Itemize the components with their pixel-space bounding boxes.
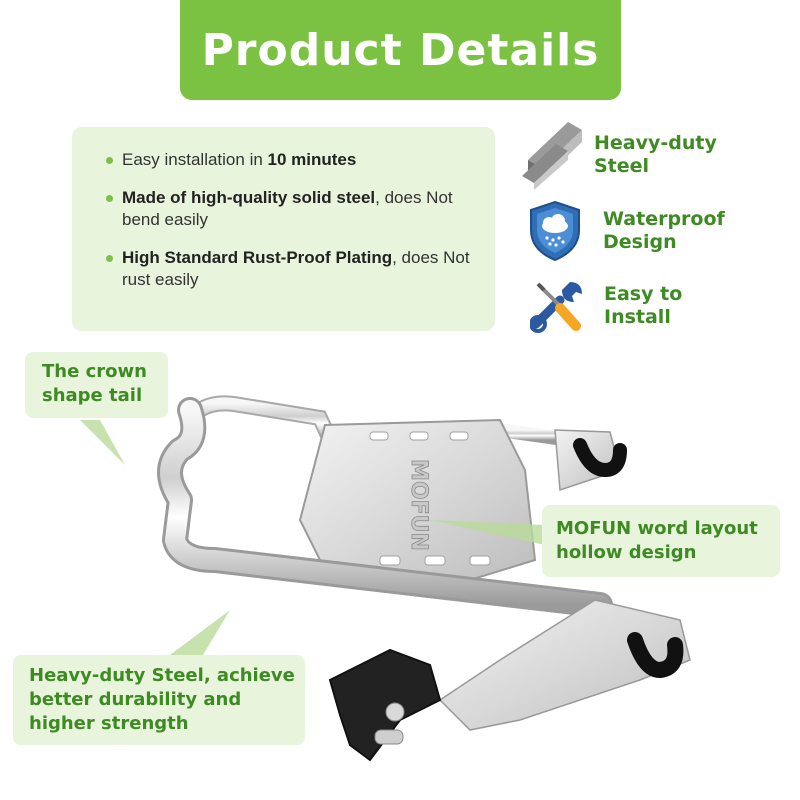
mofun-engraving: MOFUN xyxy=(406,459,431,551)
page-title: Product Details xyxy=(201,24,600,76)
badge-label: Waterproof Design xyxy=(603,208,725,253)
feature-item-installation: Easy installation in 10 minutes xyxy=(106,149,475,171)
callout-crown-tail: The crown shape tail xyxy=(25,352,168,418)
badge-heavy-duty-steel: Heavy-duty Steel xyxy=(520,120,724,190)
bullet-icon xyxy=(106,255,113,262)
wrench-screwdriver-icon xyxy=(530,282,582,333)
bullet-icon xyxy=(106,195,113,202)
feature-item-plating: High Standard Rust-Proof Plating, does N… xyxy=(106,247,475,291)
feature-item-steel: Made of high-quality solid steel, does N… xyxy=(106,187,475,231)
header-banner: Product Details xyxy=(180,0,621,100)
badge-label: Easy to Install xyxy=(604,283,683,328)
badge-waterproof: Waterproof Design xyxy=(527,200,733,262)
waterproof-shield-icon xyxy=(530,200,580,262)
callout-heavy-duty-steel: Heavy-duty Steel, achieve better durabil… xyxy=(13,655,305,745)
bullet-icon xyxy=(106,157,113,164)
features-panel: Easy installation in 10 minutes Made of … xyxy=(72,127,495,331)
steel-bars-icon xyxy=(522,122,582,190)
badge-easy-install: Easy to Install xyxy=(530,278,724,334)
callout-mofun-layout: MOFUN word layout hollow design xyxy=(542,505,780,577)
badge-label: Heavy-duty Steel xyxy=(594,132,717,177)
